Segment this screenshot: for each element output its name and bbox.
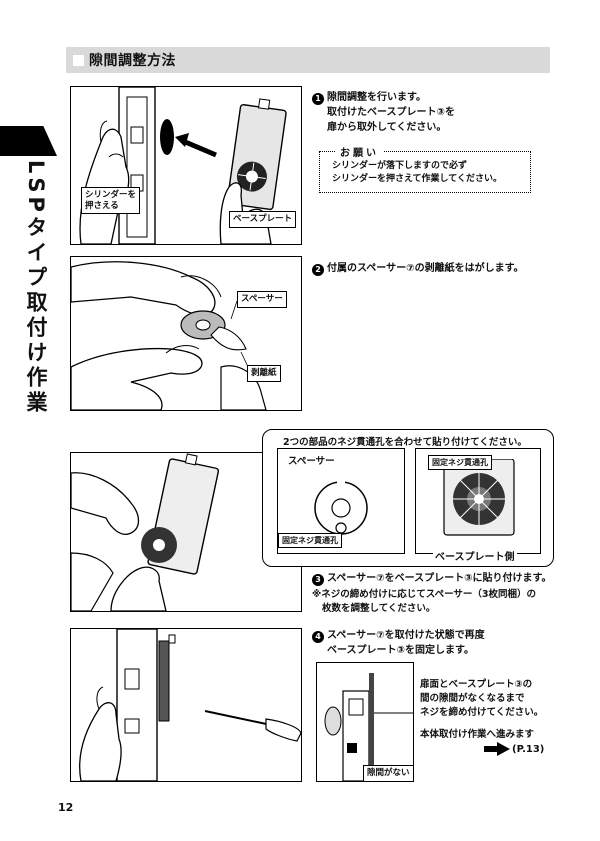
gap-detail-drawing	[324, 673, 413, 781]
spacer-panel-label: スペーサー	[288, 456, 335, 467]
step4-drawing	[79, 629, 301, 781]
step1-drawing	[79, 87, 287, 244]
step3-number-icon: 3	[312, 574, 324, 586]
step2-drawing	[71, 261, 267, 410]
callout-base-plate: ベースプレート	[229, 211, 297, 228]
step1-line1: 隙間調整を行います。	[327, 92, 426, 103]
plate-side-label: ベースプレート側	[433, 548, 517, 563]
step3-note: ※ネジの締め付けに応じてスペーサー（3枚同梱）の 枚数を調整してください。	[312, 588, 572, 616]
step4-description: 扉面とベースプレート③の 間の隙間がなくなるまで ネジを締め付けてください。	[420, 678, 560, 720]
step3-note-line2: 枚数を調整してください。	[322, 603, 436, 614]
step4-desc-line1: 扉面とベースプレート③の	[420, 679, 533, 690]
page-reference-label: (P.13)	[512, 743, 545, 755]
step3-detail-box: 2つの部品のネジ貫通孔を合わせて貼り付けてください。 スペーサー 固定ネジ貫通孔…	[262, 429, 554, 567]
step2-illustration: スペーサー 剥離紙	[70, 256, 302, 411]
step1-line3: 扉から取外してください。	[327, 122, 447, 133]
step1-line2: 取付けたベースプレート③を	[327, 107, 455, 118]
side-tab-marker	[0, 126, 57, 156]
base-plate-side-icon	[443, 459, 515, 536]
callout-hold-cylinder: シリンダーを 押さえる	[81, 187, 141, 215]
section-title: 隙間調整方法	[89, 53, 176, 69]
step4-line1: スペーサー⑦を取付けた状態で再度	[327, 630, 485, 641]
step4-next-step: 本体取付け作業へ進みます	[420, 729, 535, 740]
step4-line2: ベースプレート③を固定します。	[327, 645, 474, 656]
step3-drawing	[71, 453, 220, 611]
step3-note-line1: ※ネジの締め付けに応じてスペーサー（3枚同梱）の	[312, 589, 536, 600]
caution-box: シリンダーが落下しますので必ず シリンダーを押さえて作業してください。	[319, 151, 531, 193]
side-title: LSPタイプ取付け作業	[24, 160, 48, 416]
caution-line1: シリンダーが落下しますので必ず	[332, 161, 468, 171]
step3-line1: スペーサー⑦をベースプレート③に貼り付けます。	[327, 573, 552, 584]
section-header: 隙間調整方法	[66, 47, 550, 73]
detail-heading: 2つの部品のネジ貫通孔を合わせて貼り付けてください。	[283, 437, 527, 448]
page-number: 12	[58, 801, 74, 814]
callout-release-paper: 剥離紙	[247, 365, 281, 382]
step4-number-icon: 4	[312, 631, 324, 643]
step4-detail-illustration: 隙間がない	[316, 662, 414, 782]
step4-desc-line3: ネジを締め付けてください。	[420, 707, 544, 718]
caution-line2: シリンダーを押さえて作業してください。	[332, 174, 503, 184]
step1-number-icon: 1	[312, 93, 324, 105]
caution-title: お願い	[336, 144, 383, 159]
right-arrow-icon	[484, 742, 510, 756]
header-square-icon	[73, 54, 84, 66]
step2-number-icon: 2	[312, 264, 324, 276]
step1-illustration: シリンダーを 押さえる ベースプレート	[70, 86, 302, 245]
spacer-ring-icon	[314, 473, 368, 535]
callout-spacer: スペーサー	[237, 291, 287, 308]
step4-illustration	[70, 628, 302, 782]
plate-hole-label: 固定ネジ貫通孔	[428, 455, 492, 470]
spacer-panel: スペーサー 固定ネジ貫通孔	[277, 448, 405, 554]
step2-line1: 付属のスペーサー⑦の剥離紙をはがします。	[327, 263, 524, 274]
base-plate-panel: 固定ネジ貫通孔	[415, 448, 541, 554]
step4-desc-line2: 間の隙間がなくなるまで	[420, 693, 525, 704]
spacer-hole-label: 固定ネジ貫通孔	[278, 533, 342, 548]
callout-no-gap: 隙間がない	[363, 765, 413, 781]
page-reference[interactable]: (P.13)	[484, 742, 544, 756]
